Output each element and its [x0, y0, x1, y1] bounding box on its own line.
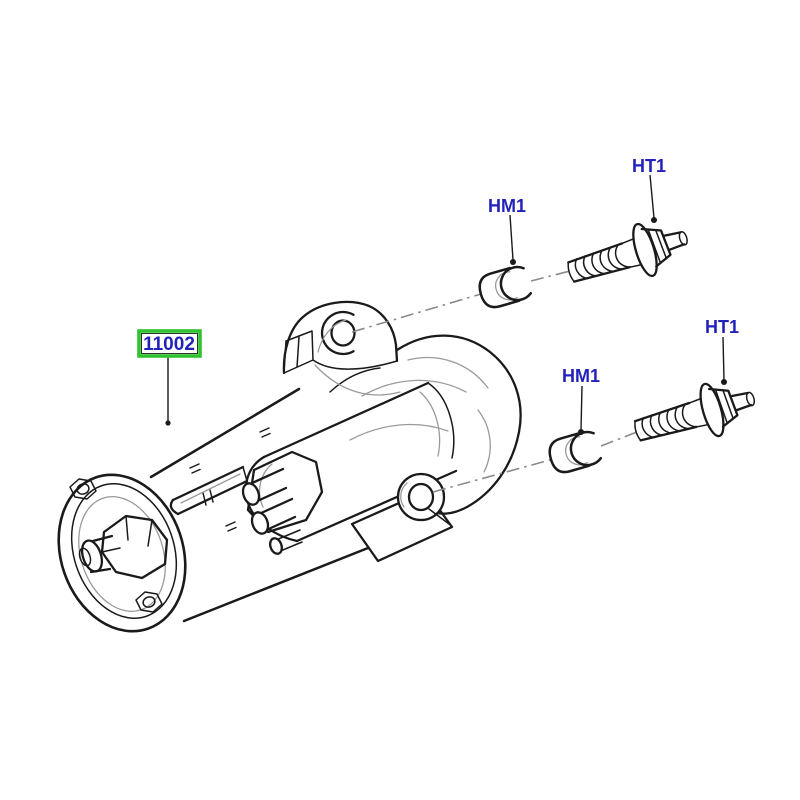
bushing-lower-hm1 [544, 428, 604, 477]
drive-housing [314, 334, 522, 563]
centerline-upper [351, 293, 482, 333]
assembly-centerlines [351, 270, 638, 493]
part-number-label[interactable]: 11002 [143, 334, 195, 355]
bolt-upper-ht1 [560, 210, 696, 301]
solenoid-terminals [241, 450, 324, 555]
starter-motor-illustration [57, 300, 522, 633]
bushing-upper-hm1 [474, 263, 534, 312]
upper-mounting-hole [330, 319, 356, 347]
connector-rod [169, 465, 249, 516]
bolt-lower-ht1 [627, 370, 763, 459]
lower-mounting-boss [350, 472, 454, 563]
solenoid [241, 381, 458, 555]
part-number-box-inner-line [141, 333, 198, 354]
surface-mark [259, 427, 271, 438]
motor-end-cap [57, 473, 187, 633]
end-cap-bolt-head-bottom [135, 591, 163, 613]
motor-body-cylinder [149, 387, 370, 623]
lower-mounting-hole [407, 482, 435, 512]
shaft-boss [78, 514, 169, 580]
centerline-lower [600, 431, 638, 447]
surface-mark [225, 521, 237, 532]
ht1-upper-label[interactable]: HT1 [632, 156, 666, 176]
part-number-callout[interactable]: 11002 [137, 329, 202, 358]
end-cap-bolt-head-top [69, 478, 97, 500]
centerline-lower [432, 459, 551, 493]
upper-mounting-lug [282, 300, 399, 375]
centerline-upper [530, 270, 571, 282]
hm1-upper-label[interactable]: HM1 [488, 196, 526, 216]
ht1-lower-label[interactable]: HT1 [705, 317, 739, 337]
hm1-lower-label[interactable]: HM1 [562, 366, 600, 386]
surface-mark [189, 463, 201, 474]
part-number-box [137, 329, 202, 358]
leader-lines [165, 174, 727, 435]
